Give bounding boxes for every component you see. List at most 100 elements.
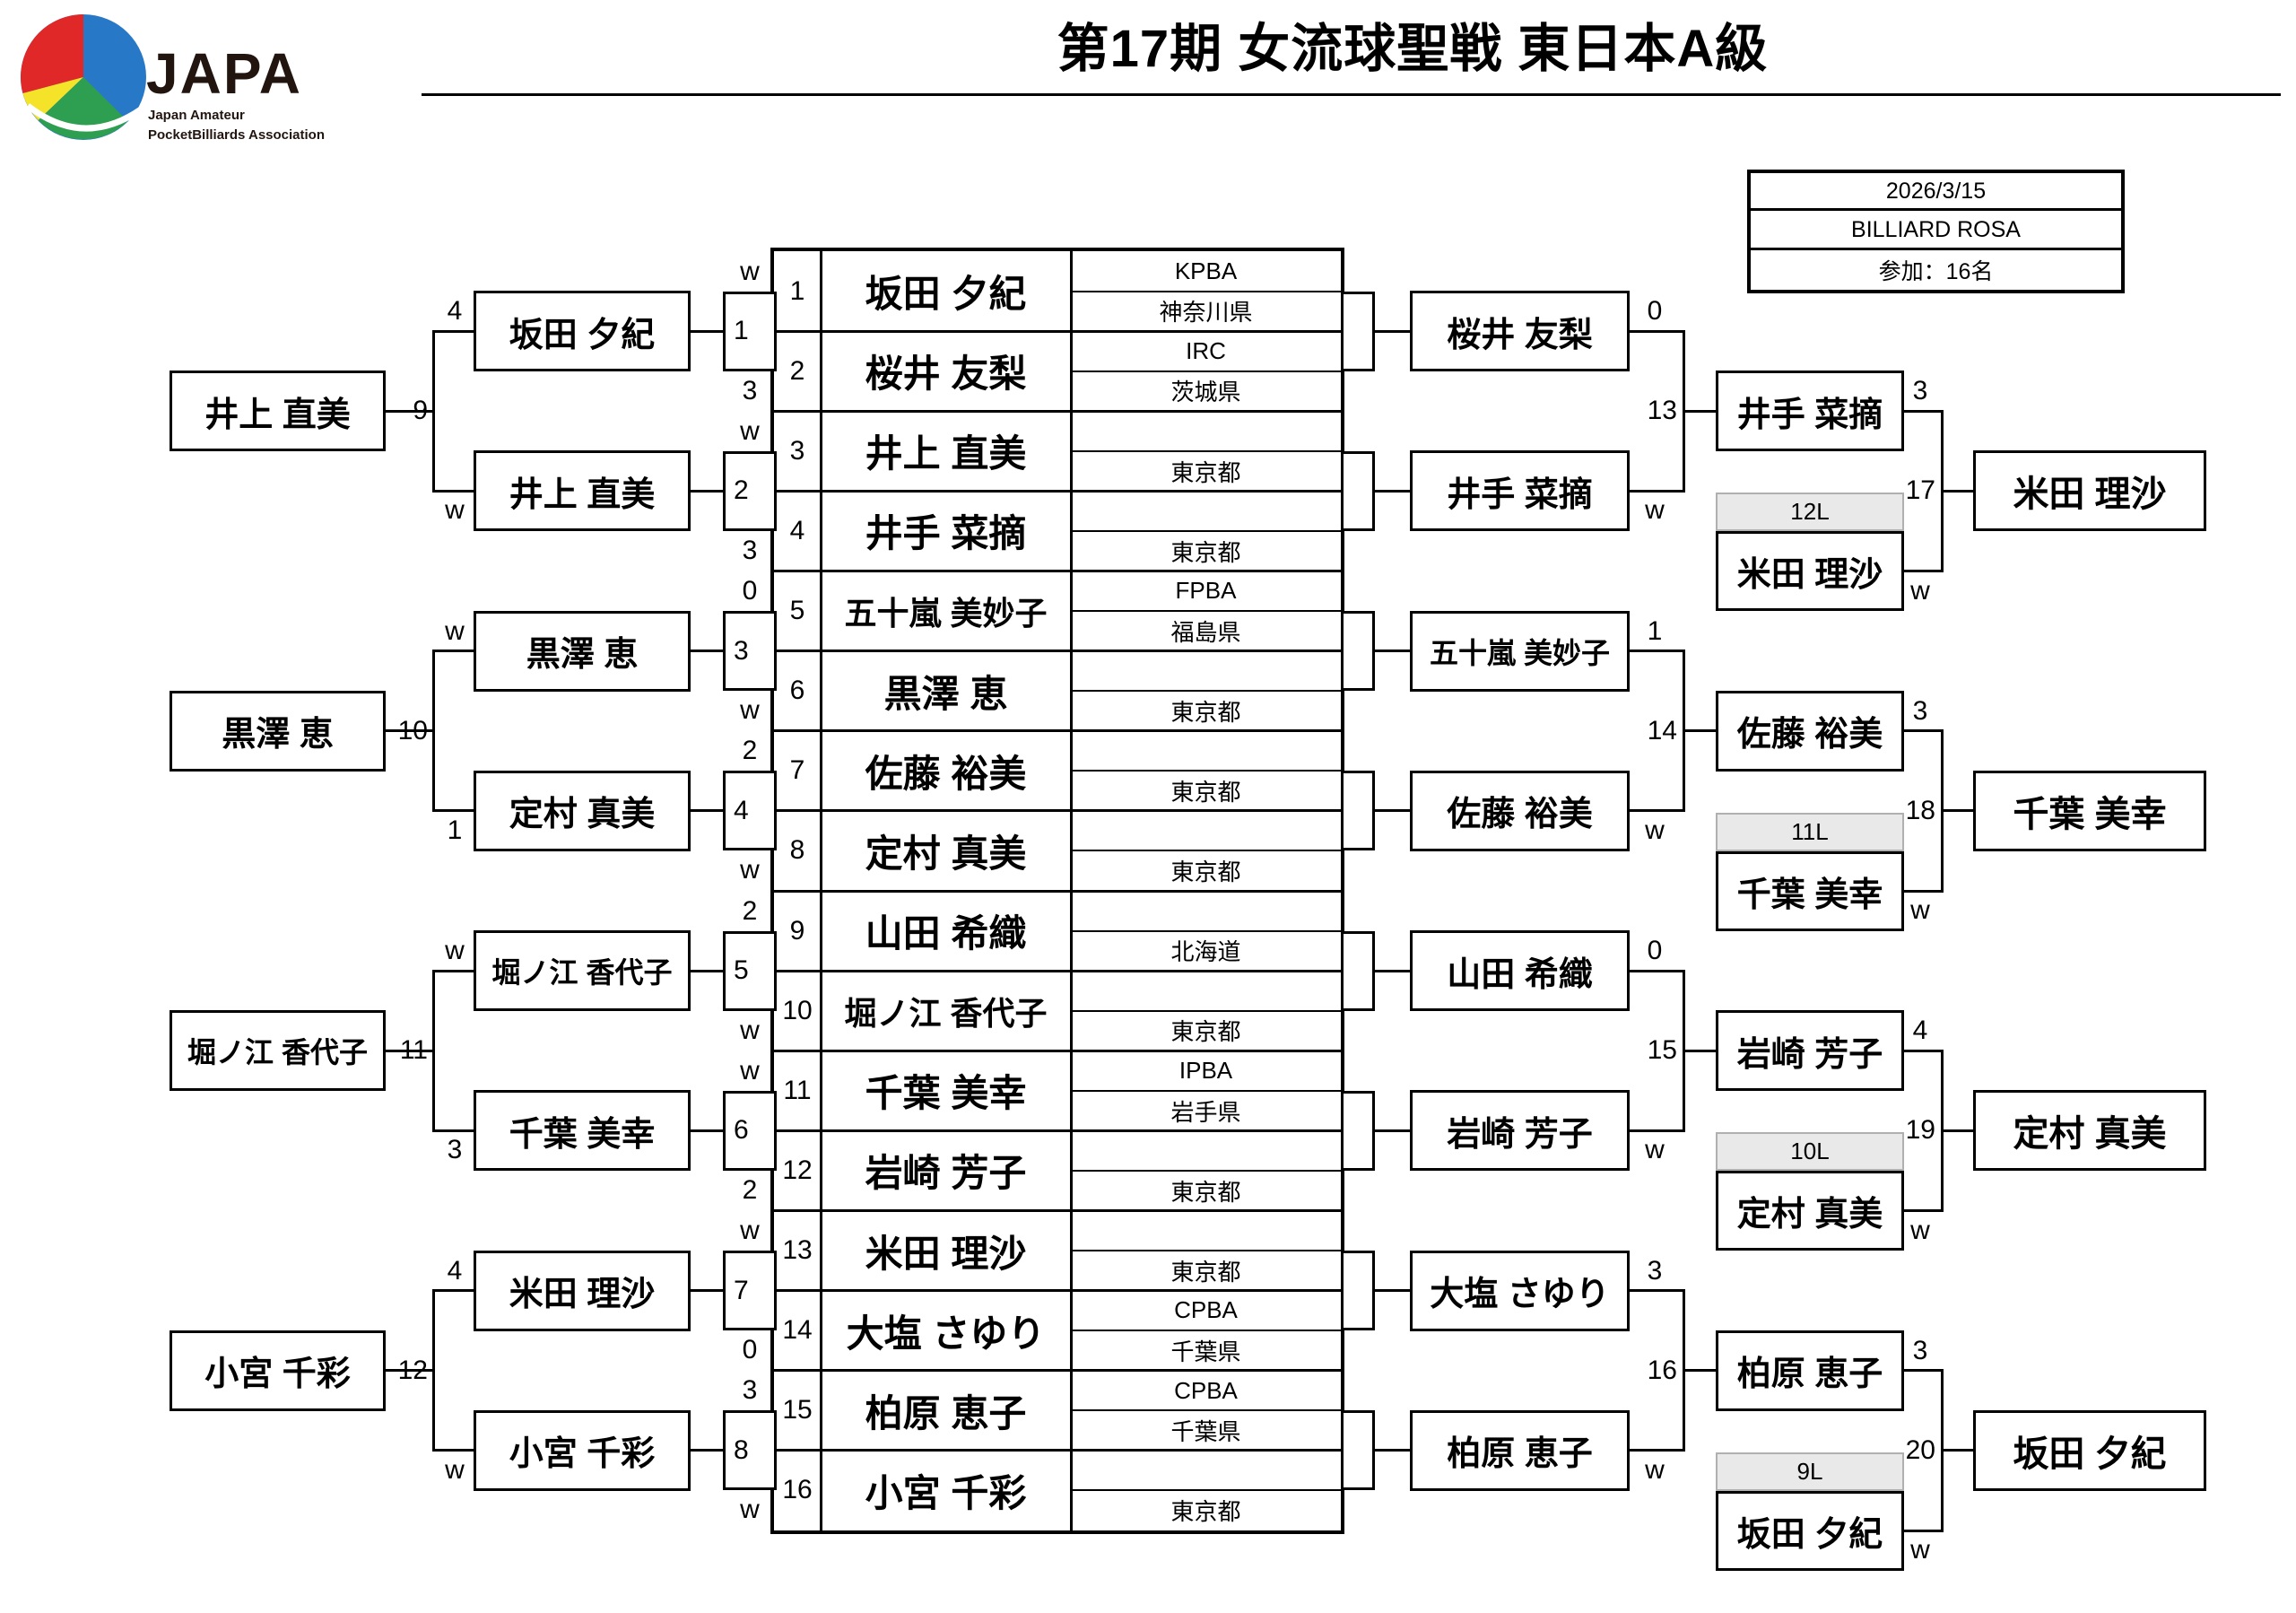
- org-cell: [1071, 731, 1341, 772]
- consolation-winner-box: 岩崎 芳子: [1716, 1010, 1904, 1092]
- affiliation-divider: [1071, 1169, 1341, 1172]
- table-row-divider: [774, 489, 1341, 493]
- player-name-cell: 佐藤 裕美: [865, 752, 1027, 795]
- pref-cell: 北海道: [1170, 938, 1241, 966]
- player-name-cell: 桜井 友梨: [865, 353, 1027, 396]
- page-title: 第17期 女流球聖戦 東日本A級: [1057, 20, 1769, 78]
- org-cell: [1071, 891, 1341, 931]
- final-match-number: 19: [1905, 1115, 1935, 1146]
- final-score-top: 3: [1912, 695, 1928, 726]
- winner-connector: [691, 1289, 723, 1293]
- bracket-line: [1683, 1369, 1716, 1373]
- right-connector-box: [1341, 1251, 1375, 1331]
- winner-connector: [691, 1129, 723, 1132]
- bracket-line: [433, 489, 474, 493]
- match-score-bottom: 0: [742, 1335, 758, 1365]
- org-cell: [1071, 1130, 1341, 1171]
- round1-winner-box: 米田 理沙: [474, 1250, 691, 1331]
- loser-connector: [1375, 809, 1410, 813]
- seed-cell: 16: [782, 1475, 813, 1505]
- match-number-box: 2: [723, 450, 777, 531]
- consolation-match-number: 16: [1647, 1355, 1677, 1385]
- affiliation-divider: [1071, 529, 1341, 532]
- drop-label-bar: 11L: [1716, 812, 1904, 851]
- round1-loser-box: 山田 希織: [1410, 930, 1630, 1012]
- seed-cell: 7: [789, 755, 805, 786]
- winner-connector: [691, 650, 723, 653]
- pref-cell: 福島県: [1170, 618, 1241, 646]
- affiliation-divider: [1071, 1009, 1341, 1012]
- match-score-top: w: [740, 1055, 760, 1086]
- final-score-top: 4: [1912, 1016, 1928, 1046]
- bracket-line: [1904, 409, 1942, 413]
- winner-connector: [691, 329, 723, 333]
- seed-cell: 5: [789, 596, 805, 626]
- right-connector-box: [1341, 450, 1375, 531]
- bracket-line: [386, 1049, 433, 1052]
- bracket-line: [1904, 1049, 1942, 1052]
- bracket-line: [1683, 1049, 1716, 1052]
- seed-cell: 1: [789, 275, 805, 306]
- bracket-line: [431, 650, 435, 813]
- player-name-cell: 大塩 さゆり: [846, 1312, 1046, 1355]
- logo-ball-red: [21, 14, 83, 93]
- bracket-line: [433, 969, 474, 972]
- pref-cell: 東京都: [1170, 779, 1241, 806]
- qf-score-top: w: [445, 936, 465, 966]
- table-row-divider: [774, 1289, 1341, 1293]
- round1-loser-box: 大塩 さゆり: [1410, 1250, 1630, 1331]
- bracket-line: [433, 809, 474, 813]
- loser-connector: [1375, 1129, 1410, 1132]
- info-date: 2026/3/15: [1885, 178, 1987, 204]
- pref-cell: 神奈川県: [1159, 299, 1253, 327]
- player-name-cell: 小宮 千彩: [865, 1471, 1027, 1514]
- affiliation-divider: [1071, 1089, 1341, 1092]
- bracket-line: [1904, 1529, 1942, 1532]
- info-box-divider: [1751, 248, 2121, 250]
- consolation-score-bottom: w: [1645, 1454, 1665, 1485]
- player-name-cell: 井上 直美: [865, 432, 1027, 475]
- match-number-box: 7: [723, 1251, 777, 1331]
- qf-winner-box: 黒澤 恵: [170, 690, 386, 772]
- player-name-cell: 黒澤 恵: [883, 672, 1008, 715]
- match-number-box: 4: [723, 771, 777, 851]
- final-winner-box: 定村 真美: [1973, 1090, 2206, 1172]
- round1-winner-box: 井上 直美: [474, 450, 691, 532]
- affiliation-divider: [1071, 1250, 1341, 1252]
- match-score-bottom: w: [740, 1495, 760, 1525]
- round1-winner-box: 定村 真美: [474, 770, 691, 851]
- match-score-bottom: 2: [742, 1174, 758, 1205]
- loser-connector: [1375, 489, 1410, 493]
- affiliation-divider: [1071, 610, 1341, 613]
- loser-connector: [1375, 1289, 1410, 1293]
- pref-cell: 東京都: [1170, 538, 1241, 566]
- org-cell: IRC: [1186, 336, 1226, 364]
- consolation-score-bottom: w: [1645, 495, 1665, 526]
- drop-player-box: 千葉 美幸: [1716, 850, 1904, 931]
- seed-cell: 13: [782, 1235, 813, 1266]
- bracket-line: [431, 329, 435, 493]
- table-row-divider: [774, 729, 1341, 733]
- pref-cell: 岩手県: [1170, 1098, 1241, 1126]
- bracket-line: [1630, 809, 1683, 813]
- consolation-match-number: 13: [1647, 396, 1677, 426]
- players-table: [770, 248, 1344, 1534]
- loser-connector: [1375, 969, 1410, 972]
- final-score-bottom: w: [1910, 895, 1930, 925]
- qf-score-top: 4: [447, 296, 463, 327]
- bracket-line: [1630, 1129, 1683, 1132]
- consolation-score-top: 3: [1647, 1255, 1663, 1286]
- org-cell: [1071, 1451, 1341, 1491]
- bracket-line: [1904, 570, 1942, 572]
- qf-winner-box: 小宮 千彩: [170, 1330, 386, 1411]
- table-row-divider: [774, 1209, 1341, 1212]
- round1-loser-box: 桜井 友梨: [1410, 291, 1630, 372]
- bracket-line: [433, 1289, 474, 1293]
- org-cell: [1071, 491, 1341, 531]
- logo-caption-2: PocketBilliards Association: [148, 127, 325, 143]
- seed-cell: 12: [782, 1155, 813, 1185]
- seed-cell: 9: [789, 915, 805, 946]
- match-number-box: 3: [723, 611, 777, 692]
- bracket-line: [1904, 729, 1942, 733]
- org-cell: [1071, 811, 1341, 851]
